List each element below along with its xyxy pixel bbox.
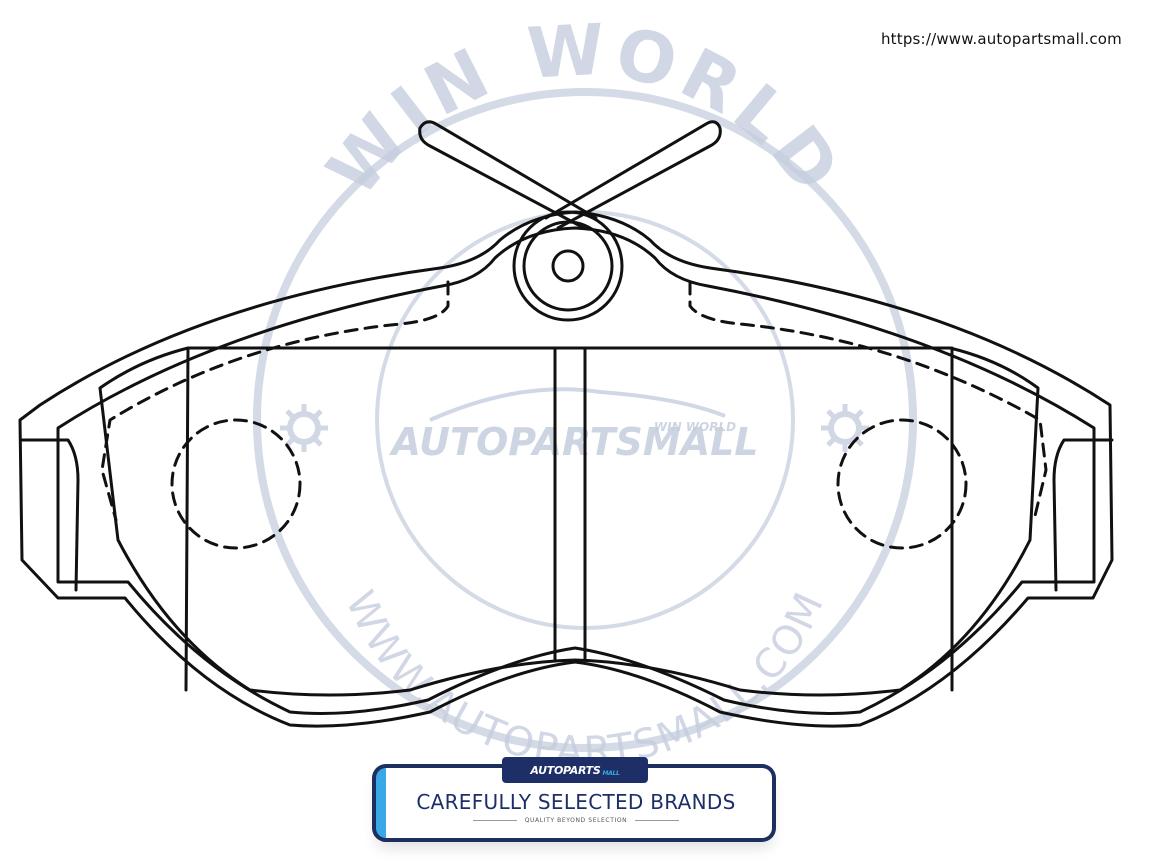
brake-pad-outline <box>18 210 1114 728</box>
banner-logo-sub: MALL <box>602 769 620 777</box>
clip-boss <box>512 210 624 322</box>
right-tab <box>1052 438 1114 592</box>
banner-subtitle: QUALITY BEYOND SELECTION <box>376 817 776 824</box>
clip-hole <box>551 249 585 283</box>
site-url[interactable]: https://www.autopartsmall.com <box>880 30 1122 48</box>
banner-title: CAREFULLY SELECTED BRANDS <box>416 790 736 814</box>
brake-pad-inner-outline <box>56 226 1096 715</box>
friction-material <box>98 346 1040 697</box>
wear-indicator-lines <box>100 280 1048 550</box>
spring-clip <box>418 120 722 230</box>
left-tab <box>20 438 80 592</box>
banner-logo-text: AUTOPARTS <box>530 763 601 777</box>
